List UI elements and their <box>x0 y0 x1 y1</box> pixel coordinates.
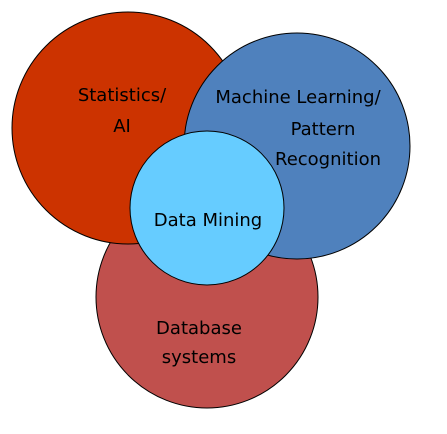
statistics-ai-label-line2: AI <box>113 116 131 137</box>
statistics-ai-label-line1: Statistics/ <box>78 85 167 106</box>
machine-learning-label-line3: Recognition <box>275 149 381 170</box>
data-mining-group <box>129 130 285 286</box>
machine-learning-label-line2: Pattern <box>291 119 356 140</box>
database-systems-label-line1: Database <box>156 318 242 339</box>
machine-learning-label-line1: Machine Learning/ <box>215 87 381 108</box>
data-mining-circle <box>129 130 285 286</box>
data-mining-label: Data Mining <box>154 210 262 231</box>
database-systems-label-line2: systems <box>162 347 236 368</box>
